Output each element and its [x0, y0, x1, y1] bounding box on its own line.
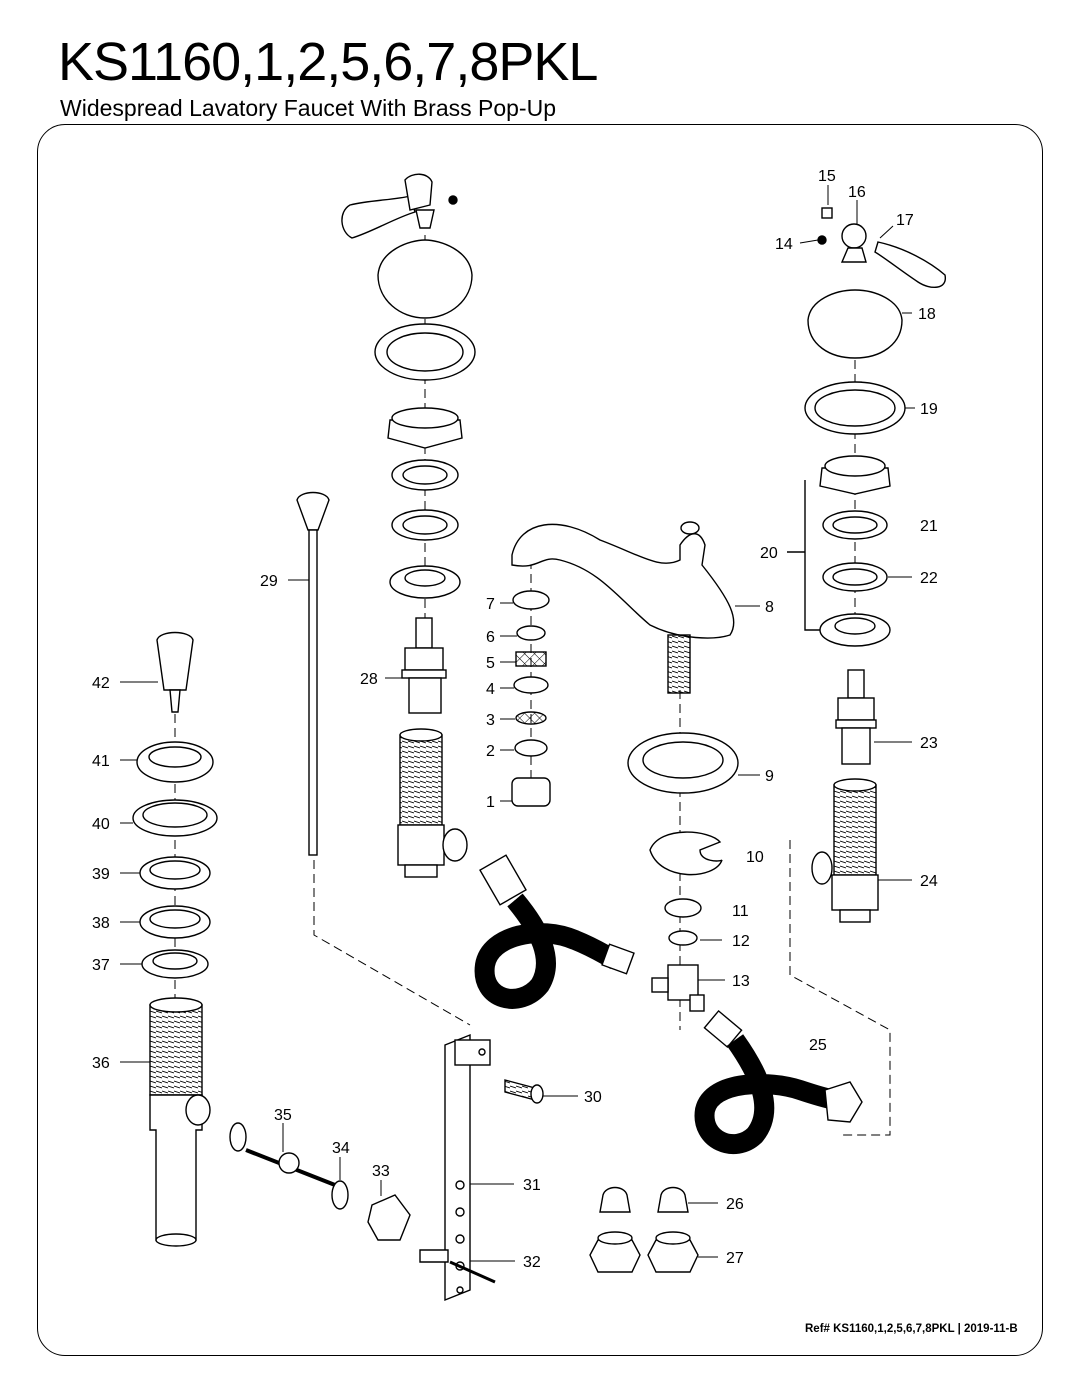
callout-12: 12 [732, 933, 750, 950]
callout-15: 15 [818, 168, 836, 185]
reference-number: Ref# KS1160,1,2,5,6,7,8PKL | 2019-11-B [805, 1323, 1018, 1335]
pop-up-lift-rod [296, 491, 330, 856]
page-subtitle: Widespread Lavatory Faucet With Brass Po… [60, 95, 556, 121]
callout-7: 7 [486, 596, 495, 613]
compression-nuts [589, 1231, 699, 1273]
callout-5: 5 [486, 655, 495, 672]
left-flange-cover [377, 239, 473, 319]
callout-labels: 1 2 3 4 5 6 7 8 9 10 11 12 13 14 15 16 1… [92, 168, 938, 1271]
callout-37: 37 [92, 957, 110, 974]
right-washer-lower [819, 613, 891, 647]
aerator-screen-housing [515, 651, 547, 667]
callout-41: 41 [92, 753, 110, 770]
extension-strap [444, 1033, 491, 1302]
callout-42: 42 [92, 675, 110, 692]
aerator-washer [512, 590, 550, 610]
callout-22: 22 [920, 570, 938, 587]
drain-body [149, 997, 211, 1247]
callout-28: 28 [360, 671, 378, 688]
right-washer-22 [822, 562, 888, 592]
callout-32: 32 [523, 1254, 541, 1271]
strap-screw [504, 1079, 544, 1104]
diagram-frame [37, 124, 1043, 1356]
left-washer-c [389, 565, 461, 599]
callout-8: 8 [765, 599, 774, 616]
callout-33: 33 [372, 1163, 390, 1180]
callout-38: 38 [92, 915, 110, 932]
callout-31: 31 [523, 1177, 541, 1194]
callout-10: 10 [746, 849, 764, 866]
callout-14: 14 [775, 236, 793, 253]
pivot-nut [367, 1194, 411, 1241]
callout-1: 1 [486, 794, 495, 811]
spout-gasket [649, 831, 723, 876]
left-valve-body [397, 728, 468, 878]
supply-hose-right [694, 1009, 863, 1155]
drain-stopper [156, 631, 194, 713]
page-title: KS1160,1,2,5,6,7,8PKL [58, 32, 598, 92]
right-washer-21 [822, 510, 888, 540]
spout-body [511, 521, 735, 694]
right-cartridge [835, 669, 877, 765]
callout-26: 26 [726, 1196, 744, 1213]
callout-36: 36 [92, 1055, 110, 1072]
tee-fitting [651, 964, 705, 1012]
leader-lines [120, 185, 915, 1262]
drain-flange [136, 741, 214, 783]
spout-escutcheon [627, 732, 739, 794]
right-valve-body [811, 778, 879, 923]
callout-6: 6 [486, 629, 495, 646]
callout-21: 21 [920, 518, 938, 535]
callout-17: 17 [896, 212, 914, 229]
callout-29: 29 [260, 573, 278, 590]
callout-24: 24 [920, 873, 938, 890]
supply-hose-left [474, 854, 635, 1009]
callout-40: 40 [92, 816, 110, 833]
callout-2: 2 [486, 743, 495, 760]
left-lever-handle [341, 173, 458, 239]
callout-23: 23 [920, 735, 938, 752]
callout-9: 9 [765, 768, 774, 785]
callout-27: 27 [726, 1250, 744, 1267]
callout-19: 19 [920, 401, 938, 418]
callout-11: 11 [732, 903, 749, 920]
compression-sleeves [599, 1186, 689, 1213]
aerator-housing [511, 777, 551, 807]
callout-20: 20 [760, 545, 778, 562]
callout-16: 16 [848, 184, 866, 201]
callout-18: 18 [918, 306, 936, 323]
spring-clip [419, 1249, 449, 1263]
pivot-rod [245, 1148, 336, 1187]
callout-3: 3 [486, 712, 495, 729]
callout-34: 34 [332, 1140, 350, 1157]
left-washer-a [391, 459, 459, 491]
callout-13: 13 [732, 973, 750, 990]
callout-30: 30 [584, 1089, 602, 1106]
right-flange-cover [807, 289, 903, 359]
left-cartridge [401, 617, 447, 714]
callout-25: 25 [809, 1037, 827, 1054]
left-washer-b [391, 509, 459, 541]
callout-39: 39 [92, 866, 110, 883]
callout-35: 35 [274, 1107, 292, 1124]
right-lever-handle [817, 207, 946, 288]
callout-4: 4 [486, 681, 495, 698]
